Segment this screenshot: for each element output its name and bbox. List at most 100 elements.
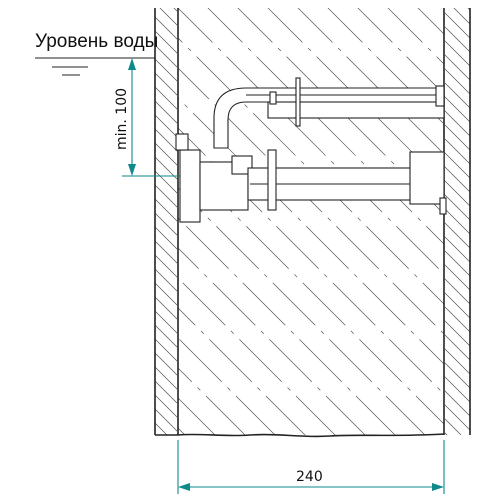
min-depth-label: min. 100: [114, 88, 130, 150]
hatch-line: [178, 8, 444, 437]
hatch-line: [0, 0, 36, 500]
hatch-line: [444, 8, 470, 435]
hatch-line: [155, 8, 178, 435]
hatch-line: [165, 8, 178, 435]
hatch-line: [444, 8, 470, 435]
hatch-line: [178, 8, 311, 437]
hatch-line: [178, 8, 444, 437]
hatch-line: [178, 8, 221, 437]
hatch-line: [0, 0, 176, 500]
hatch-line: [444, 8, 470, 435]
hatch-line: [444, 8, 470, 435]
hatch-line: [0, 0, 120, 500]
hatch-line: [0, 0, 64, 500]
hatch-line: [155, 8, 178, 435]
pipe-flange: [295, 77, 301, 127]
nozzle-face-flange: [179, 149, 201, 223]
hatch-line: [155, 8, 178, 435]
hatch-line: [0, 0, 36, 500]
hatch-line: [178, 8, 251, 437]
hatch-line: [0, 0, 232, 500]
hatch-line: [289, 8, 444, 437]
hatch-line: [155, 8, 178, 435]
hatch-line: [0, 0, 120, 500]
nozzle-coupling: [231, 155, 253, 175]
nozzle-screw: [175, 133, 189, 151]
min-depth-arrow-top: [128, 58, 136, 70]
hatch-line: [155, 8, 178, 435]
hatch-line: [445, 8, 470, 435]
hatch-line: [444, 8, 470, 435]
hatch-line: [155, 8, 178, 435]
liner-outline: [154, 8, 178, 436]
hatch-line: [0, 0, 50, 500]
hatch-line: [0, 0, 70, 500]
hatch-line: [155, 8, 178, 435]
hatch-line: [0, 0, 246, 500]
hatch-line: [474, 0, 500, 500]
wall-thickness-label: 240: [296, 469, 323, 485]
hatch-line: [444, 8, 470, 435]
bent-pipe: [213, 77, 445, 149]
hatch-line: [0, 0, 22, 500]
hatch-line: [155, 8, 178, 435]
hatch-line: [0, 0, 372, 500]
hatch-line: [0, 0, 100, 500]
hatch-line: [444, 8, 470, 435]
hatch-line: [0, 0, 316, 500]
pipe-end-cap: [435, 85, 445, 107]
water-level-label: Уровень воды: [35, 31, 158, 52]
wall-nozzle: [175, 133, 447, 223]
hatch-line: [155, 8, 178, 435]
hatch-line: [155, 8, 178, 435]
hatch-line: [0, 0, 8, 500]
hatch-line: [155, 8, 178, 435]
hatch-line: [0, 0, 22, 500]
pipe-sleeve: [267, 101, 445, 119]
nozzle-end-fitting: [409, 151, 445, 205]
hatch-line: [0, 0, 260, 500]
hatch-line: [155, 8, 163, 435]
hatch-line: [459, 8, 470, 435]
hatch-line: [155, 8, 178, 435]
hatch-line: [0, 0, 8, 500]
hatch-line: [444, 8, 470, 435]
hatch-line: [444, 8, 470, 435]
hatch-line: [444, 8, 470, 435]
hatch-line: [0, 0, 162, 500]
hatch-line: [155, 8, 178, 435]
hatch-line: [178, 8, 444, 437]
hatch-line: [0, 0, 106, 500]
hatch-line: [0, 0, 330, 500]
hatch-line: [444, 8, 470, 435]
hatch-line: [444, 8, 470, 435]
nozzle-flange: [267, 149, 277, 211]
hatch-line: [0, 0, 400, 500]
hatch-line: [178, 8, 191, 437]
hatch-line: [0, 0, 64, 500]
hatch-line: [155, 8, 178, 435]
hatch-line: [444, 8, 470, 435]
wall-thickness-arrow-right: [432, 483, 444, 491]
hatch-line: [0, 0, 358, 500]
hatch-line: [319, 8, 444, 437]
hatch-line: [444, 8, 470, 435]
hatch-line: [155, 8, 178, 435]
pipe-clamp: [269, 91, 277, 105]
hatch-line: [444, 8, 470, 435]
hatch-line: [444, 8, 470, 435]
hatch-line: [155, 8, 178, 435]
hatch-line: [155, 8, 178, 435]
hatch-line: [259, 8, 444, 437]
hatch-line: [178, 8, 401, 437]
wall-thickness-dimension: [177, 440, 445, 494]
wall-outline: [177, 8, 445, 438]
hatch-line: [178, 8, 444, 437]
hatch-line: [0, 0, 386, 500]
